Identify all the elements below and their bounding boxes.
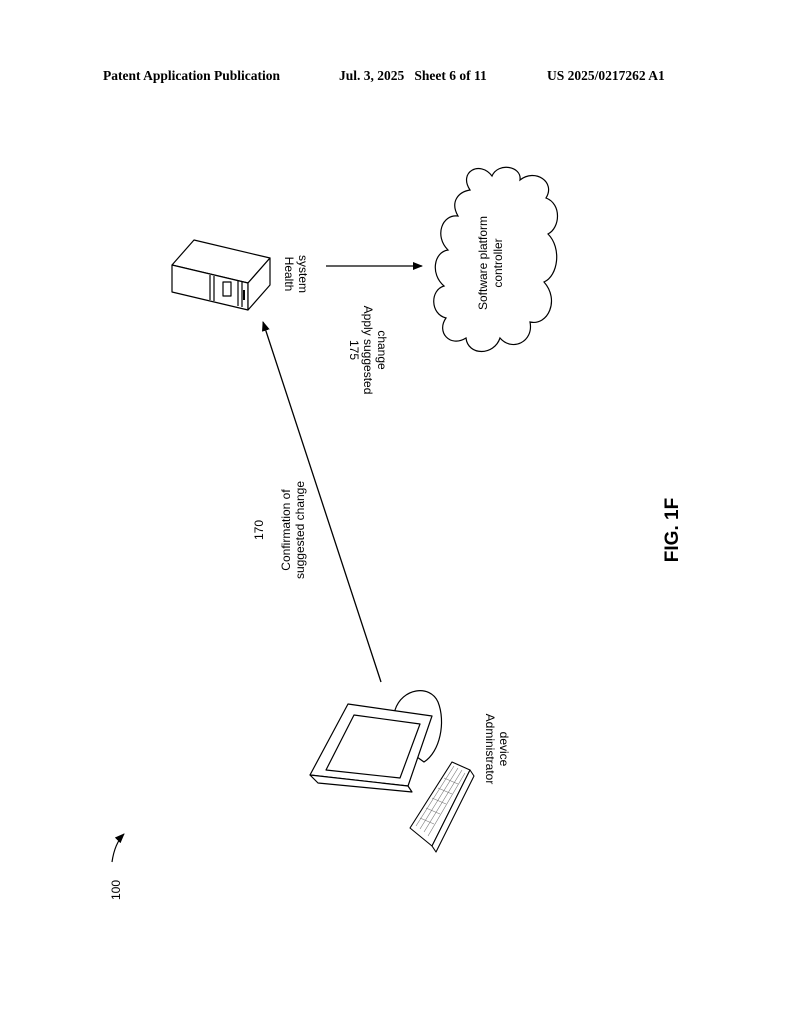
step-175-number: 175	[347, 340, 361, 360]
step-170-label-line1: Confirmation of	[279, 489, 293, 571]
ref-100-pointer	[111, 833, 125, 863]
health-system-label-line1: Health	[282, 257, 296, 292]
step-175-label-line1: Apply suggested	[361, 306, 375, 395]
figure-caption: FIG. 1F	[662, 498, 683, 562]
page-header: Patent Application Publication Jul. 3, 2…	[0, 68, 794, 88]
controller-label-line2: controller	[491, 238, 505, 287]
keyboard-icon	[409, 761, 475, 853]
publication-label: Patent Application Publication	[103, 68, 281, 83]
admin-device-label-line1: Administrator	[483, 714, 497, 785]
arrow-170	[262, 321, 382, 683]
computer-icon	[309, 690, 443, 793]
publication-number: US 2025/0217262 A1	[547, 68, 665, 83]
cloud-icon	[433, 166, 559, 353]
step-170-number: 170	[252, 520, 266, 540]
publication-date-sheet: Jul. 3, 2025 Sheet 6 of 11	[339, 68, 487, 83]
step-170-label-line2: suggested change	[293, 481, 307, 579]
step-175-label-line2: change	[375, 330, 389, 370]
health-system-label-line2: system	[296, 255, 310, 293]
figure-ref-number: 100	[109, 880, 123, 900]
admin-device-label-line2: device	[497, 732, 511, 767]
controller-label-line1: Software platform	[476, 216, 490, 310]
server-icon	[171, 239, 271, 311]
